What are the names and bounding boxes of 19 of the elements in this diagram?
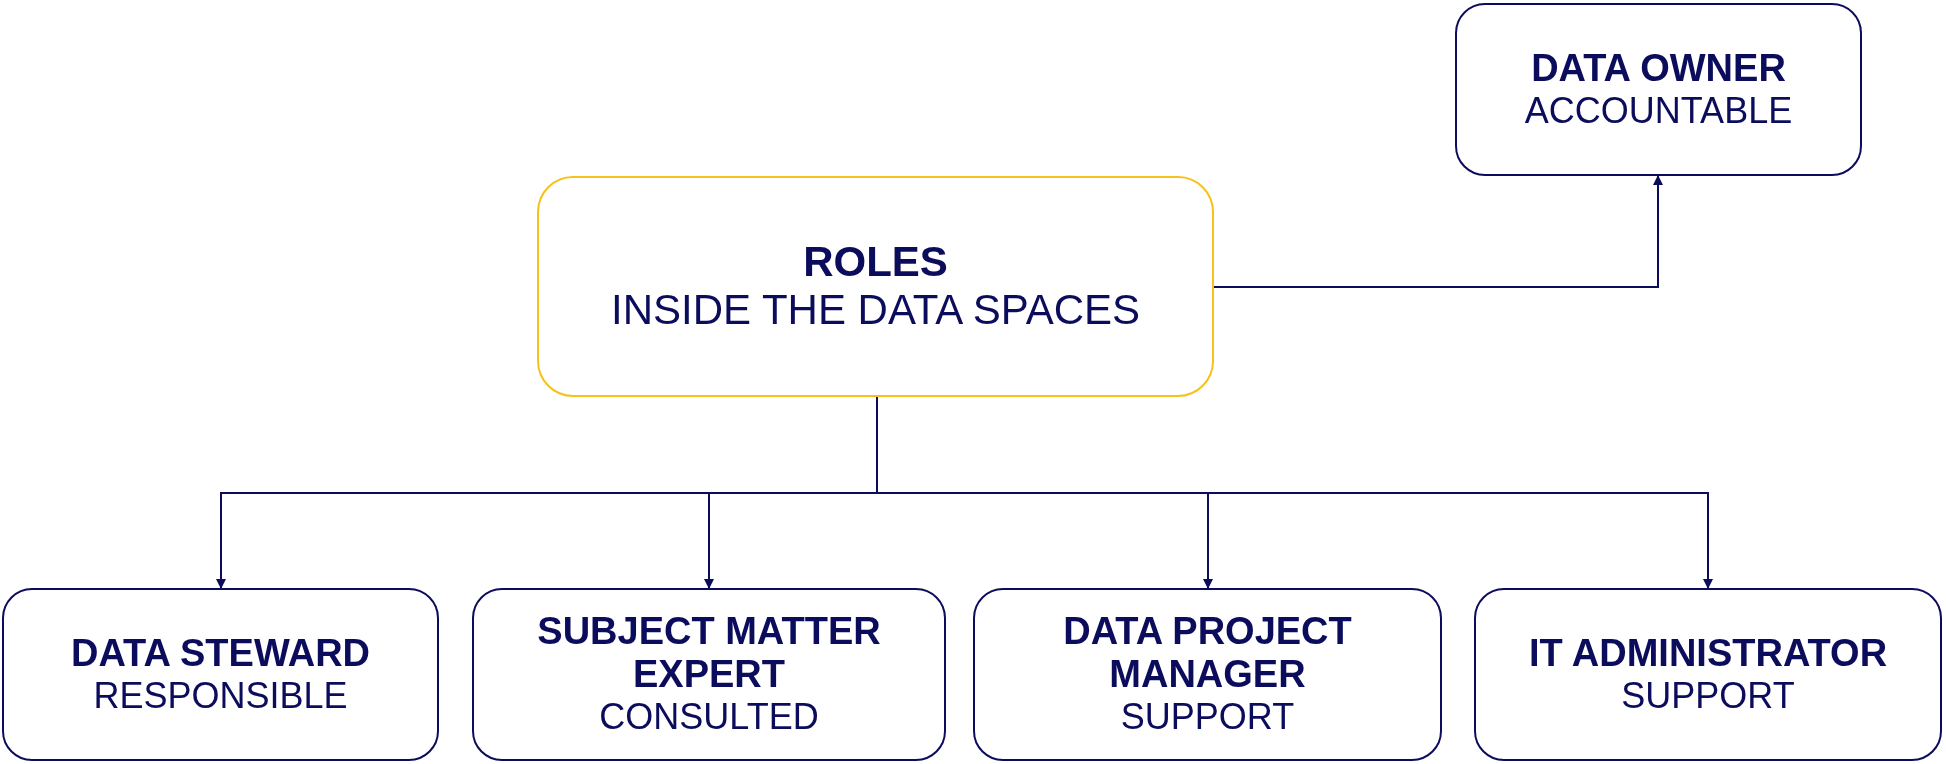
role-type: INSIDE THE DATA SPACES	[611, 284, 1140, 335]
role-type: CONSULTED	[599, 695, 819, 739]
role-box	[472, 588, 946, 761]
role-box	[1455, 3, 1862, 176]
role-box	[973, 588, 1442, 761]
role-title: SUBJECT MATTER EXPERT	[536, 610, 882, 696]
role-title: DATA STEWARD	[70, 631, 370, 675]
role-title: IT ADMINISTRATOR	[1528, 631, 1888, 675]
role-box	[2, 588, 439, 761]
role-type: SUPPORT	[1621, 674, 1795, 718]
role-title: DATA PROJECT MANAGER	[1062, 610, 1353, 696]
connector-arrow	[1213, 175, 1663, 288]
role-title: ROLES	[803, 237, 948, 285]
role-type: SUPPORT	[1120, 695, 1295, 739]
role-type: RESPONSIBLE	[93, 674, 348, 718]
role-title: DATA OWNER	[1531, 46, 1786, 90]
role-box	[1474, 588, 1942, 761]
central-role-box	[537, 176, 1214, 397]
role-type: ACCOUNTABLE	[1524, 89, 1793, 133]
